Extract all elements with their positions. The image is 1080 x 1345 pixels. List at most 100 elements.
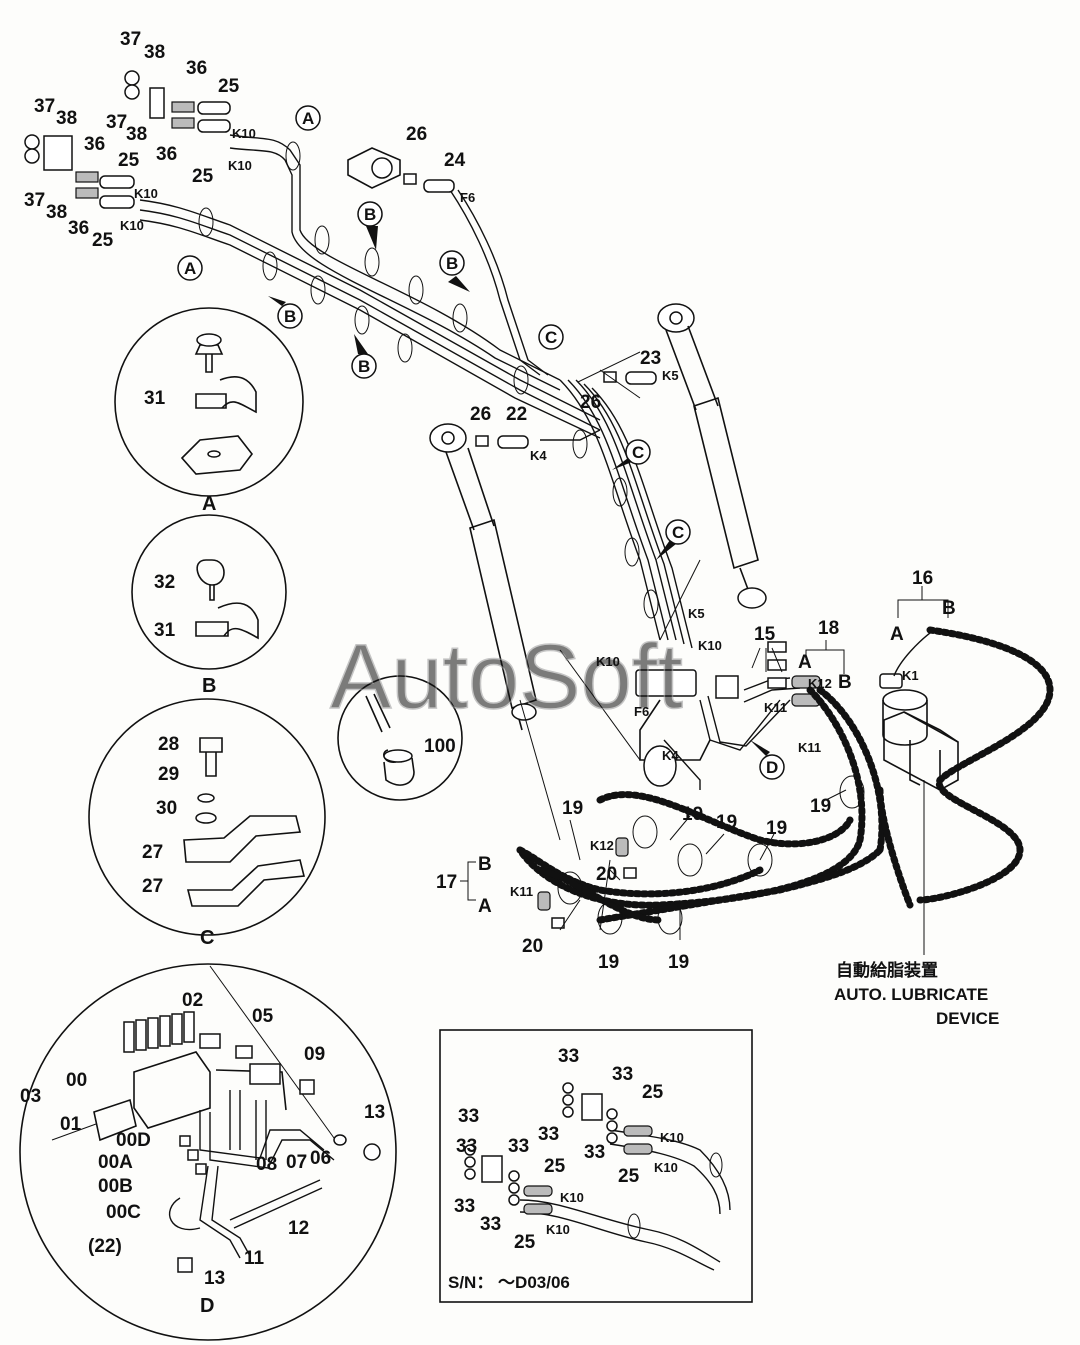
part-label: 19: [682, 804, 703, 825]
part-label: 26: [406, 124, 427, 145]
cylinder-pin-top: [347, 147, 455, 193]
callout-b: B: [364, 205, 376, 224]
part-label: 36: [84, 134, 105, 155]
detail-circle-c: [88, 698, 326, 936]
part-label: 25: [192, 166, 214, 187]
labels: 37 38 37 38 37 38 37 38 36 36 36 36 25 2…: [20, 29, 999, 1317]
connector-label: K10: [232, 126, 256, 141]
callout-c: C: [545, 328, 557, 347]
part-label: 25: [544, 1156, 566, 1177]
connector-label: K12: [590, 838, 614, 853]
part-label: 33: [454, 1196, 475, 1217]
watermark: AutoSoft: [330, 626, 683, 728]
part-label: 00D: [116, 1130, 151, 1151]
part-label: 25: [92, 230, 114, 251]
part-label: 38: [46, 202, 67, 223]
part-label: 00B: [98, 1176, 133, 1197]
connector-label: K11: [510, 884, 533, 899]
arm-cylinder-left: [429, 423, 537, 731]
branch-label: B: [942, 598, 956, 619]
connector-label: K11: [798, 740, 821, 755]
connector-label: K10: [654, 1160, 678, 1175]
connector-label: K4: [662, 748, 679, 763]
connector-label: F6: [460, 190, 475, 205]
part-label: 00: [66, 1070, 87, 1091]
part-label: 25: [514, 1232, 536, 1253]
connector-label: K10: [134, 186, 158, 201]
connector-label: K11: [764, 700, 787, 715]
callout-d: D: [766, 758, 778, 777]
connector-label: K5: [662, 368, 679, 383]
serial-note: S/N： ～D03/06: [448, 1273, 570, 1292]
part-label: 19: [668, 952, 689, 973]
part-label: 30: [156, 798, 177, 819]
branch-label: B: [478, 854, 492, 875]
part-label: 00A: [98, 1152, 133, 1173]
detail-circle-100: [337, 675, 463, 801]
part-label: 23: [640, 348, 661, 369]
part-label: 06: [310, 1148, 331, 1169]
part-label: 38: [126, 124, 147, 145]
part-label: 13: [204, 1268, 225, 1289]
inset-box-serial: [439, 1029, 753, 1303]
branch-label: B: [838, 672, 852, 693]
auto-lube-pump: [879, 629, 959, 955]
fitting-stack-top: [24, 70, 231, 209]
part-label: 20: [596, 864, 617, 885]
group-brackets: [460, 586, 949, 940]
part-label: 25: [118, 150, 140, 171]
part-label: 37: [34, 96, 55, 117]
connector-label: K10: [560, 1190, 584, 1205]
part-label: 01: [60, 1114, 82, 1135]
part-label: 100: [424, 736, 456, 757]
part-label: 37: [24, 190, 45, 211]
part-label: 11: [244, 1248, 265, 1269]
part-label: 20: [522, 936, 543, 957]
part-label: 29: [158, 764, 179, 785]
part-label: 19: [562, 798, 583, 819]
part-label: 33: [458, 1106, 479, 1127]
part-label: 33: [558, 1046, 579, 1067]
part-label: 18: [818, 618, 839, 639]
part-label: 17: [436, 872, 457, 893]
part-label: 37: [106, 112, 127, 133]
part-label: 27: [142, 876, 163, 897]
part-label: 13: [364, 1102, 385, 1123]
callout-c: C: [672, 523, 684, 542]
part-label: 25: [642, 1082, 664, 1103]
fittings-k12-k11: [767, 641, 821, 707]
part-label: 26: [470, 404, 491, 425]
part-label: 07: [286, 1152, 307, 1173]
arm-cylinder-right: [657, 303, 767, 609]
part-label: 05: [252, 1006, 274, 1027]
part-label: 00C: [106, 1202, 141, 1223]
part-label: 27: [142, 842, 163, 863]
connector-label: K10: [228, 158, 252, 173]
callout-b: B: [284, 307, 296, 326]
part-label: 33: [508, 1136, 529, 1157]
connector-label: F6: [634, 704, 649, 719]
part-label: 02: [182, 990, 203, 1011]
note-line-3: DEVICE: [936, 1009, 999, 1028]
part-label: 19: [598, 952, 619, 973]
detail-title-c: C: [200, 927, 214, 949]
part-label: 36: [186, 58, 207, 79]
part-label: 33: [612, 1064, 633, 1085]
branch-label: A: [798, 652, 812, 673]
connector-label: K10: [698, 638, 722, 653]
branch-label: A: [890, 624, 904, 645]
lube-fittings-upper-right: [475, 351, 657, 449]
callout-markers: [177, 105, 785, 780]
part-label: 22: [506, 404, 527, 425]
detail-circle-d: [19, 963, 397, 1341]
part-label: 24: [444, 150, 466, 171]
part-label: 37: [120, 29, 141, 50]
connector-label: K10: [660, 1130, 684, 1145]
connector-label: K10: [596, 654, 620, 669]
part-label: 26: [580, 392, 601, 413]
part-label: 19: [716, 812, 737, 833]
part-label: 25: [218, 76, 240, 97]
part-label: 16: [912, 568, 933, 589]
callout-a: A: [184, 259, 196, 278]
